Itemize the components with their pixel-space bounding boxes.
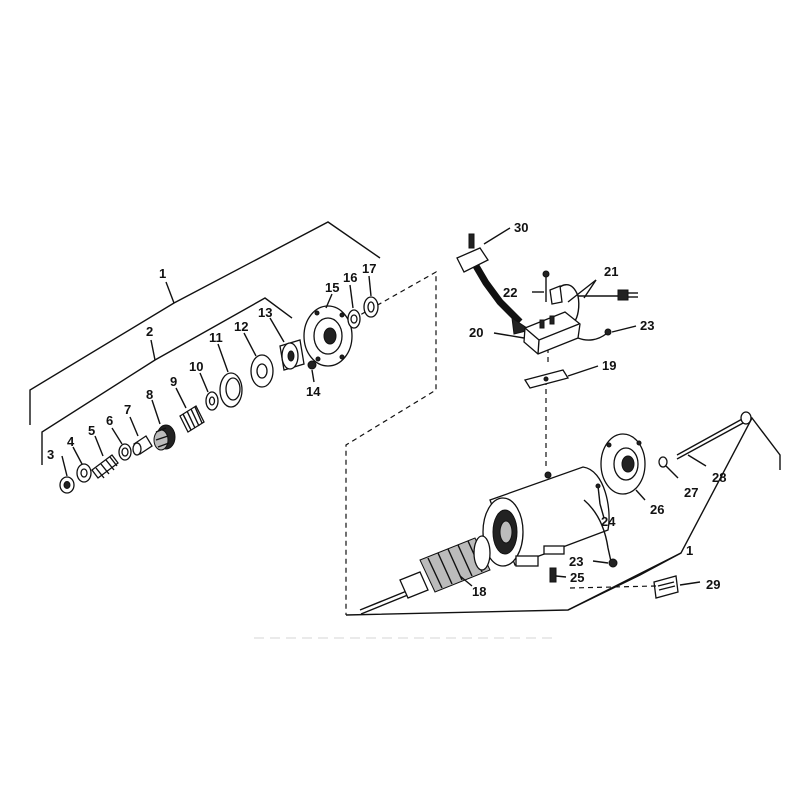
part-22-screw bbox=[542, 270, 550, 302]
part-23-terminal-top bbox=[577, 328, 612, 341]
part-20-relay-block bbox=[523, 311, 581, 355]
callout-29: 29 bbox=[706, 577, 720, 592]
callout-19: 19 bbox=[602, 358, 616, 373]
callout-7: 7 bbox=[124, 402, 131, 417]
part-13-bushing bbox=[279, 339, 305, 371]
part-18-armature bbox=[359, 535, 491, 615]
part-30-switch bbox=[456, 233, 489, 273]
callout-1-bottom: 1 bbox=[686, 543, 693, 558]
part-16-washer bbox=[347, 309, 361, 329]
callout-28: 28 bbox=[712, 470, 726, 485]
part-3-nut bbox=[59, 476, 75, 494]
callout-labels: 1 2 3 4 5 6 7 8 9 10 11 12 13 14 15 16 1… bbox=[47, 220, 726, 599]
callout-3: 3 bbox=[47, 447, 54, 462]
part-28-through-bolt bbox=[676, 411, 752, 460]
callout-1-top: 1 bbox=[159, 266, 166, 281]
part-5-spring bbox=[91, 454, 119, 479]
part-19-gasket bbox=[523, 369, 570, 389]
part-15-end-plate bbox=[303, 305, 353, 367]
part-17-washer bbox=[363, 296, 379, 318]
part-4-washer bbox=[76, 463, 92, 483]
switch-cable bbox=[472, 264, 532, 335]
part-23-terminal-bottom bbox=[608, 558, 618, 568]
callout-15: 15 bbox=[325, 280, 339, 295]
callout-9: 9 bbox=[170, 374, 177, 389]
callout-2: 2 bbox=[146, 324, 153, 339]
callout-4: 4 bbox=[67, 434, 75, 449]
part-6-ring bbox=[118, 443, 132, 461]
callout-26: 26 bbox=[650, 502, 664, 517]
callout-27: 27 bbox=[684, 485, 698, 500]
callout-5: 5 bbox=[88, 423, 95, 438]
part-26-end-cap bbox=[600, 433, 646, 495]
part-7-sleeve bbox=[132, 435, 153, 456]
part-29-nameplate bbox=[653, 575, 679, 599]
callout-21: 21 bbox=[604, 264, 618, 279]
callout-18: 18 bbox=[472, 584, 486, 599]
callout-23-bottom: 23 bbox=[569, 554, 583, 569]
part-24-screw bbox=[595, 483, 601, 505]
callout-10: 10 bbox=[189, 359, 203, 374]
callout-20: 20 bbox=[469, 325, 483, 340]
bracket-subassembly-2 bbox=[41, 297, 293, 465]
callout-12: 12 bbox=[234, 319, 248, 334]
part-8-pinion bbox=[153, 424, 176, 451]
part-9-gear bbox=[179, 405, 205, 433]
callout-23-top: 23 bbox=[640, 318, 654, 333]
callout-17: 17 bbox=[362, 261, 376, 276]
callout-6: 6 bbox=[106, 413, 113, 428]
bracket-assembly-1 bbox=[29, 221, 381, 425]
callout-16: 16 bbox=[343, 270, 357, 285]
callout-24: 24 bbox=[601, 514, 616, 529]
part-25-bolt bbox=[549, 567, 557, 583]
part-14-screw bbox=[307, 360, 317, 370]
callout-13: 13 bbox=[258, 305, 272, 320]
part-12-spacer bbox=[250, 354, 274, 388]
leader-lines bbox=[61, 227, 707, 587]
part-10-washer bbox=[205, 391, 219, 411]
callout-30: 30 bbox=[514, 220, 528, 235]
part-11-collar bbox=[219, 372, 243, 408]
callout-8: 8 bbox=[146, 387, 153, 402]
callout-11: 11 bbox=[209, 330, 223, 345]
part-21-leads bbox=[549, 284, 638, 323]
callout-22: 22 bbox=[503, 285, 517, 300]
callout-25: 25 bbox=[570, 570, 584, 585]
motor-housing bbox=[482, 466, 613, 567]
part-27-washer bbox=[658, 456, 668, 468]
callout-14: 14 bbox=[306, 384, 321, 399]
bracket-assembly-1-motor bbox=[345, 416, 781, 616]
